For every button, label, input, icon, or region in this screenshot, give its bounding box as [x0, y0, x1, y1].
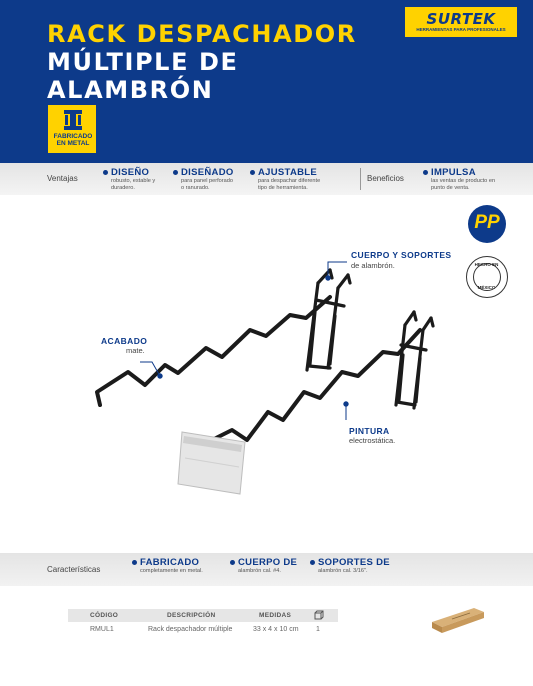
product-title: RACK DESPACHADOR MÚLTIPLE DE ALAMBRÓN	[47, 20, 357, 104]
spec-title: FABRICADO	[140, 557, 200, 568]
benefit-desc: las ventas de producto en	[431, 178, 496, 184]
title-line-3: ALAMBRÓN	[47, 76, 214, 104]
column-header-codigo: CÓDIGO	[90, 612, 119, 619]
ventajas-label: Ventajas	[47, 174, 78, 183]
spec-desc: alambrón cal. 3/16".	[318, 568, 368, 574]
feature-desc: duradero.	[111, 185, 135, 191]
metal-badge: FABRICADO EN METAL	[48, 105, 96, 153]
hecho-en-mexico-seal-icon: HECHO EN MÉXICO	[466, 256, 508, 298]
benefit-title: IMPULSA	[431, 167, 476, 178]
leader-acabado	[140, 361, 161, 377]
brand-logo: SURTEK HERRAMIENTAS PARA PROFESIONALES	[405, 7, 517, 37]
bullet-icon	[230, 560, 235, 565]
pp-seal-icon: PP	[468, 205, 506, 243]
cardboard-box-icon	[432, 608, 484, 633]
label-holder	[177, 431, 246, 495]
brand-tagline: HERRAMIENTAS PARA PROFESIONALES	[416, 27, 506, 32]
bullet-icon	[423, 170, 428, 175]
feature-desc: para panel perforado	[181, 178, 233, 184]
bullet-icon	[250, 170, 255, 175]
i-beam-icon	[64, 110, 82, 130]
spec-soportes: SOPORTES DE alambrón cal. 3/16".	[310, 557, 390, 575]
benefit-impulsa: IMPULSA las ventas de producto en punto …	[423, 167, 495, 192]
cell-descripcion: Rack despachador múltiple	[148, 626, 233, 633]
brand-name: SURTEK	[426, 10, 496, 28]
cell-medidas: 33 x 4 x 10 cm	[253, 626, 299, 633]
callout-cuerpo-title: CUERPO Y SOPORTES	[351, 250, 452, 260]
header-banner: RACK DESPACHADOR MÚLTIPLE DE ALAMBRÓN SU…	[0, 0, 533, 163]
caracteristicas-bar: Características FABRICADO completamente …	[0, 553, 533, 586]
feature-desc: robusto, estable y	[111, 178, 156, 184]
spec-desc: alambrón cal. #4.	[238, 568, 281, 574]
feature-desc: para despachar diferente	[258, 178, 321, 184]
cell-cantidad: 1	[316, 626, 320, 633]
bullet-icon	[310, 560, 315, 565]
box-quantity-icon	[314, 610, 324, 620]
seal-text-bottom: MÉXICO	[477, 285, 496, 290]
spec-fabricado: FABRICADO completamente en metal.	[132, 557, 203, 575]
feature-title: AJUSTABLE	[258, 167, 317, 178]
rack-wire-1	[95, 295, 332, 407]
feature-disenado: DISEÑADO para panel perforado o ranurado…	[173, 167, 234, 192]
benefit-desc: punto de venta.	[431, 185, 470, 191]
table-header-row	[68, 609, 338, 622]
column-header-medidas: MEDIDAS	[259, 612, 292, 619]
bullet-icon	[173, 170, 178, 175]
feature-ajustable: AJUSTABLE para despachar diferente tipo …	[250, 167, 320, 192]
callout-pintura-sub: electrostática.	[349, 436, 396, 445]
callout-pintura-title: PINTURA	[349, 426, 390, 436]
bullet-icon	[132, 560, 137, 565]
spec-desc: completamente en metal.	[140, 568, 203, 574]
caracteristicas-label: Características	[47, 565, 101, 574]
leader-cuerpo	[327, 261, 347, 278]
rack-bracket-1	[305, 268, 352, 372]
callout-acabado-sub: mate.	[126, 346, 145, 355]
callout-cuerpo-sub: de alambrón.	[351, 261, 395, 270]
spec-title: SOPORTES DE	[318, 557, 390, 568]
title-line-1: RACK DESPACHADOR	[47, 20, 357, 48]
product-illustration	[95, 261, 435, 495]
spec-title: CUERPO DE	[238, 557, 298, 568]
bullet-icon	[103, 170, 108, 175]
feature-desc: tipo de herramienta.	[258, 185, 308, 191]
spec-cuerpo: CUERPO DE alambrón cal. #4.	[230, 557, 297, 575]
ventajas-bar: Ventajas DISEÑO robusto, estable y durad…	[0, 163, 533, 195]
beneficios-label: Beneficios	[367, 174, 404, 183]
callout-acabado-title: ACABADO	[101, 336, 148, 346]
rack-wire-2	[210, 328, 422, 442]
feature-desc: o ranurado.	[181, 185, 210, 191]
bar-divider	[360, 168, 361, 190]
feature-title: DISEÑADO	[181, 167, 234, 178]
cell-codigo: RMUL1	[90, 626, 114, 633]
feature-title: DISEÑO	[111, 167, 150, 178]
metal-badge-label: FABRICADO EN METAL	[53, 133, 93, 147]
pp-seal-text: PP	[474, 212, 500, 233]
title-line-2: MÚLTIPLE DE	[47, 48, 239, 76]
seal-text-top: HECHO EN	[474, 262, 499, 267]
rack-bracket-2	[394, 310, 435, 410]
feature-diseno: DISEÑO robusto, estable y duradero.	[103, 167, 155, 192]
column-header-descripcion: DESCRIPCIÓN	[167, 612, 216, 619]
